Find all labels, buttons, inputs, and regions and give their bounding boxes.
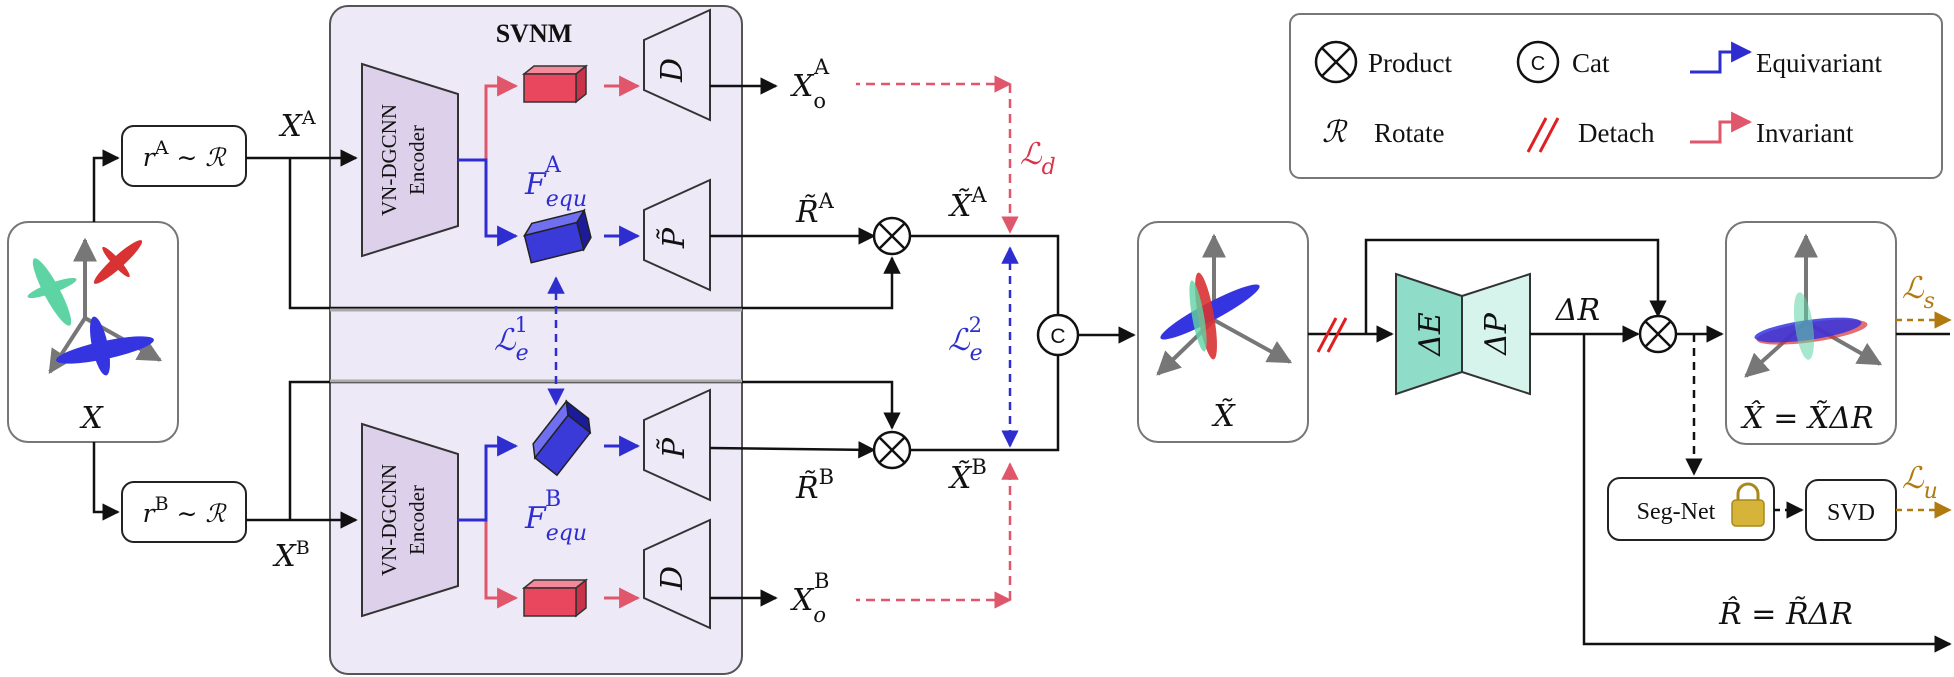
- xt-a-line: [910, 234, 1060, 314]
- decoder-b: [643, 518, 711, 630]
- invariant-feature-b-icon: [521, 578, 589, 618]
- invariant-feature-a-icon: [521, 64, 589, 104]
- airplane-final-icon: [1754, 292, 1868, 360]
- equivariant-arrow-b: [458, 435, 519, 522]
- legend-product-label: Product: [1368, 48, 1452, 78]
- feature-a-label: FequA: [524, 153, 587, 212]
- input-split-down: [92, 442, 120, 521]
- decoder-b-label: D: [655, 566, 690, 591]
- detach-icon: [1316, 317, 1348, 353]
- input-pointcloud-box: X: [7, 221, 179, 443]
- loss-u-label: ℒu: [1902, 461, 1938, 504]
- final-xhat-label: X̂ = X̃ΔR: [1740, 401, 1873, 436]
- lock-icon: [1731, 482, 1765, 527]
- pose-out-b-line: [709, 441, 876, 459]
- legend-rotate-label: Rotate: [1374, 118, 1444, 148]
- concat-symbol: C: [1050, 325, 1065, 348]
- pose-head-b: [643, 388, 711, 502]
- product-node-b: [872, 430, 912, 470]
- equivariant-feature-b-icon: [532, 399, 592, 477]
- merged-label: X̃: [1211, 399, 1236, 434]
- encoder-a-label-2: Encoder: [405, 125, 429, 195]
- rotation-label-a: rA ∼ ℛ: [143, 137, 228, 172]
- legend-invariant-label: Invariant: [1756, 118, 1854, 148]
- svg-text:C: C: [1531, 53, 1545, 75]
- equivariant-feature-a-icon: [522, 208, 592, 264]
- skip-a-line: [288, 158, 901, 310]
- encoder-b: [361, 422, 459, 618]
- decoder-out-a-label: XoA: [790, 55, 830, 113]
- pose-out-b-label: R̃B: [795, 465, 834, 506]
- pose-head-a-label: P̃: [657, 227, 692, 249]
- airplane-green-icon: [27, 258, 77, 326]
- rotation-box-b: [121, 481, 247, 543]
- xt-a-label: X̃A: [948, 183, 987, 224]
- equivariant-arrow-a: [458, 158, 519, 247]
- delta-decoder-label: ΔP: [1479, 312, 1514, 356]
- airplane-red-icon: [93, 240, 143, 284]
- concat-node: C: [1036, 313, 1080, 357]
- loss-d-label: ℒd: [1020, 137, 1056, 180]
- decoder-a-label: D: [655, 58, 690, 83]
- pose-head-a: [643, 178, 711, 292]
- xt-b-label: X̃B: [948, 455, 987, 496]
- branch-a-label: XA: [278, 107, 315, 144]
- decoder-out-b-label: XoB: [790, 569, 829, 627]
- loss-s-label: ℒs: [1902, 271, 1935, 314]
- legend: Product C Cat Equivariant ℛ Rotate Detac…: [1289, 13, 1943, 179]
- delta-r-label: ΔR: [1555, 293, 1600, 328]
- encoder-b-label-1: VN-DGCNN: [377, 464, 401, 576]
- rotation-label-b: rB ∼ ℛ: [143, 493, 228, 528]
- loss-e1-label: ℒe1: [494, 313, 529, 366]
- svd-label: SVD: [1827, 500, 1875, 526]
- product-node-a: [872, 216, 912, 256]
- rhat-label: R̂ = R̃ΔR: [1718, 597, 1853, 632]
- input-split-up: [92, 149, 120, 222]
- xt-b-line: [910, 356, 1060, 452]
- svnm-title: SVNM: [496, 19, 573, 48]
- legend-detach-label: Detach: [1578, 118, 1655, 148]
- delta-decoder: [1461, 272, 1531, 396]
- pose-head-b-label: P̃: [657, 437, 692, 459]
- merged-pointcloud-box: X̃: [1137, 221, 1309, 443]
- rotation-box-a: [121, 125, 247, 187]
- loss-e2-label: ℒe2: [948, 313, 983, 366]
- product-node-final: [1638, 314, 1678, 354]
- legend-equivariant-icon: [1690, 41, 1753, 74]
- airplane-blue-icon: [56, 316, 154, 376]
- legend-equivariant-label: Equivariant: [1756, 48, 1882, 78]
- feature-b-label: FequB: [524, 487, 587, 546]
- legend-cat-icon: C: [1516, 40, 1560, 84]
- branch-b-label: XB: [272, 537, 309, 574]
- legend-rotate-icon: ℛ: [1322, 115, 1348, 150]
- encoder-a-label-1: VN-DGCNN: [377, 104, 401, 216]
- legend-cat-label: Cat: [1572, 48, 1610, 78]
- pose-out-a-label: R̃A: [795, 189, 835, 230]
- encoder-a: [361, 62, 459, 258]
- delta-encoder-label: ΔE: [1413, 312, 1448, 357]
- input-label: X: [79, 401, 104, 436]
- seg-net-label: Seg-Net: [1637, 499, 1716, 525]
- legend-product-icon: [1314, 40, 1358, 84]
- rhat-line: [1582, 334, 1952, 653]
- refine-skip-line: [1364, 238, 1667, 334]
- legend-detach-icon: [1526, 117, 1560, 153]
- decoder-a: [643, 8, 711, 122]
- final-pointcloud-box: X̂ = X̃ΔR: [1725, 221, 1897, 445]
- airplane-merged-icon: [1160, 272, 1260, 360]
- legend-invariant-icon: [1690, 111, 1753, 144]
- encoder-b-label-2: Encoder: [405, 485, 429, 555]
